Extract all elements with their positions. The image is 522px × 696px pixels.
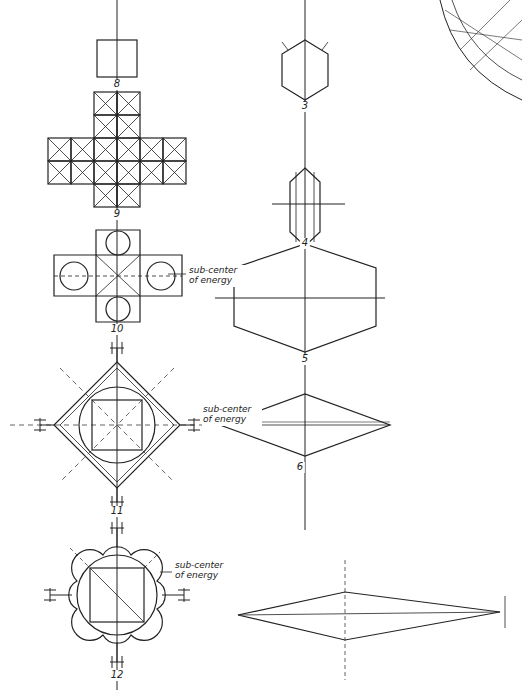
figure-number: 8 — [112, 79, 122, 90]
annotation-note: sub-center of energy — [174, 560, 234, 582]
annotation-note: sub-center of energy — [188, 265, 248, 287]
figure-number: 5 — [300, 354, 310, 365]
figure-number: 4 — [300, 238, 310, 249]
figure-number: 12 — [109, 670, 126, 681]
annotation-note: sub-center of energy — [202, 404, 262, 426]
figure-number: 9 — [112, 209, 122, 220]
figure-number: 3 — [300, 101, 310, 112]
figure-number: 6 — [295, 462, 305, 473]
figure-number: 11 — [109, 506, 126, 517]
figure-number: 10 — [109, 324, 126, 335]
